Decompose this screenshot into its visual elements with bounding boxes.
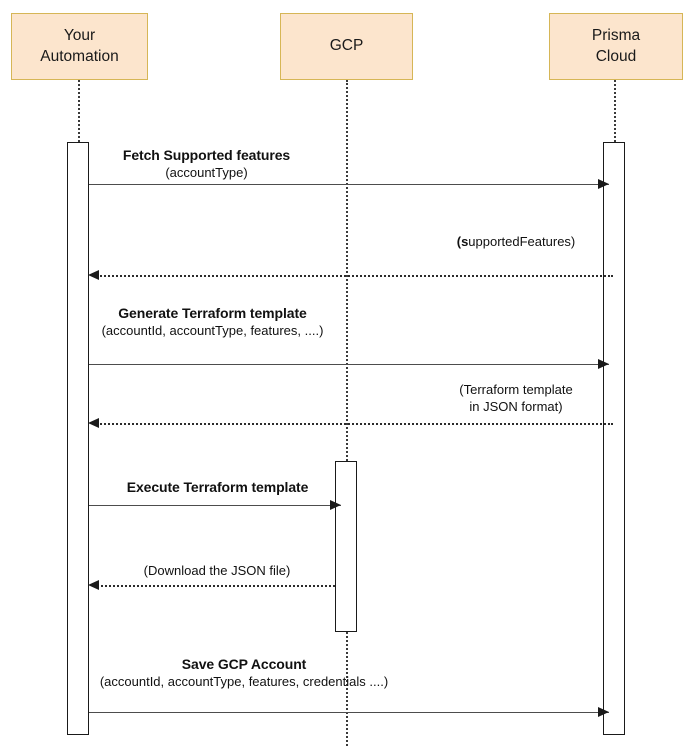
message-arrowhead-right-m1 bbox=[598, 179, 609, 189]
message-arrowhead-left-m2 bbox=[88, 270, 99, 280]
message-arrowhead-right-m5 bbox=[330, 500, 341, 510]
message-label-supported-features-return: (supportedFeatures) bbox=[418, 233, 614, 250]
message-arrowhead-right-m3 bbox=[598, 359, 609, 369]
message-arrow-line-m1 bbox=[89, 184, 609, 185]
message-label-terraform-template-return: (Terraform template in JSON format) bbox=[418, 381, 614, 415]
message-arrowhead-right-m7 bbox=[598, 707, 609, 717]
message-label-download-json-file: (Download the JSON file) bbox=[104, 562, 330, 579]
message-title-m5: Execute Terraform template bbox=[126, 479, 309, 495]
message-title-m7: Save GCP Account bbox=[181, 656, 307, 672]
participant-box-your-automation[interactable]: Your Automation bbox=[11, 13, 148, 80]
activation-bar-your-automation bbox=[67, 142, 89, 735]
message-params-m4-line2: in JSON format) bbox=[469, 399, 563, 415]
message-label-generate-terraform-template: Generate Terraform template (accountId, … bbox=[80, 304, 345, 340]
message-params-m2: (supportedFeatures) bbox=[456, 234, 576, 249]
message-params-m4-line1: (Terraform template bbox=[459, 382, 573, 397]
message-params-m1: (accountType) bbox=[165, 165, 248, 181]
message-label-save-gcp-account: Save GCP Account (accountId, accountType… bbox=[88, 655, 400, 691]
message-arrow-line-m3 bbox=[89, 364, 609, 365]
message-arrow-line-m4 bbox=[97, 423, 613, 425]
message-arrowhead-left-m6 bbox=[88, 580, 99, 590]
message-arrow-line-m7 bbox=[89, 712, 609, 713]
message-arrow-line-m6 bbox=[97, 585, 335, 587]
message-label-fetch-supported-features: Fetch Supported features (accountType) bbox=[80, 146, 333, 182]
message-arrow-line-m2 bbox=[97, 275, 613, 277]
lifeline-gcp-bottom bbox=[346, 632, 348, 746]
lifeline-your-automation-top bbox=[78, 80, 80, 142]
participant-box-prisma-cloud[interactable]: Prisma Cloud bbox=[549, 13, 683, 80]
participant-box-gcp[interactable]: GCP bbox=[280, 13, 413, 80]
message-label-execute-terraform-template: Execute Terraform template bbox=[85, 478, 350, 496]
message-title-m1: Fetch Supported features bbox=[122, 147, 291, 163]
activation-bar-prisma-cloud bbox=[603, 142, 625, 735]
lifeline-gcp-top bbox=[346, 80, 348, 461]
message-params-m6: (Download the JSON file) bbox=[143, 563, 291, 578]
message-arrow-line-m5 bbox=[89, 505, 341, 506]
message-arrowhead-left-m4 bbox=[88, 418, 99, 428]
message-params-m3: (accountId, accountType, features, ....) bbox=[101, 323, 324, 339]
message-params-m7: (accountId, accountType, features, crede… bbox=[99, 674, 389, 690]
message-title-m3: Generate Terraform template bbox=[118, 305, 307, 321]
lifeline-prisma-cloud-top bbox=[614, 80, 616, 142]
